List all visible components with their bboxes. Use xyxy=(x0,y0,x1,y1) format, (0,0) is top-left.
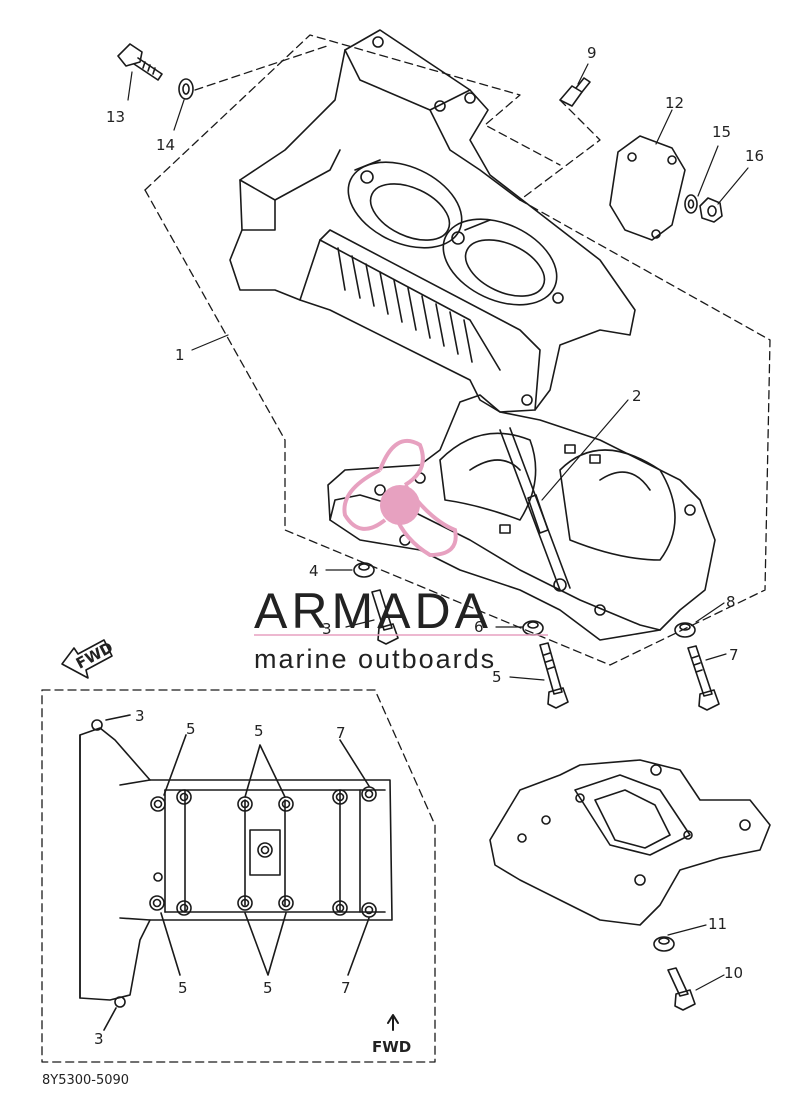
washer-15 xyxy=(684,194,698,214)
callout-14: 14 xyxy=(156,136,175,154)
inset-callout-5-top-left: 5 xyxy=(186,720,196,738)
cover-12 xyxy=(609,135,686,241)
upper-crankcase xyxy=(229,29,636,413)
callout-13: 13 xyxy=(106,108,125,126)
callout-1: 1 xyxy=(175,346,185,364)
plug-9 xyxy=(559,77,591,107)
callout-16: 16 xyxy=(745,147,764,165)
callout-11: 11 xyxy=(708,915,727,933)
callout-8: 8 xyxy=(726,593,736,611)
bolt-10 xyxy=(667,967,696,1011)
fwd-label-inset: FWD xyxy=(372,1038,411,1056)
washer-11 xyxy=(653,936,675,952)
inset-callout-7-top: 7 xyxy=(336,724,346,742)
inset-bottom-view xyxy=(41,689,436,1063)
washer-8 xyxy=(674,622,696,638)
bolt-7 xyxy=(687,645,720,711)
inset-callout-5-top-center: 5 xyxy=(254,722,264,740)
inset-callout-3-bottom: 3 xyxy=(94,1030,104,1048)
callout-9: 9 xyxy=(587,44,597,62)
bolt-3 xyxy=(371,589,399,645)
fwd-arrow-inset xyxy=(387,1014,399,1031)
callout-15: 15 xyxy=(712,123,731,141)
assembly-boundary xyxy=(144,34,771,666)
callout-3: 3 xyxy=(322,620,332,638)
part-code: 8Y5300-5090 xyxy=(42,1073,129,1088)
inset-callout-5-bottom-center: 5 xyxy=(263,979,273,997)
inset-callout-3-top: 3 xyxy=(135,707,145,725)
callout-6: 6 xyxy=(474,618,484,636)
washer-4 xyxy=(353,562,375,578)
callout-2: 2 xyxy=(632,387,642,405)
manifold-plate xyxy=(489,759,771,926)
inset-callout-5-bottom-left: 5 xyxy=(178,979,188,997)
watermark-brand: ARMADA xyxy=(254,583,492,639)
callout-10: 10 xyxy=(724,964,743,982)
callout-4: 4 xyxy=(309,562,319,580)
callout-12: 12 xyxy=(665,94,684,112)
nut-16 xyxy=(699,197,723,223)
bolt-5 xyxy=(539,642,569,709)
watermark-logo xyxy=(342,438,458,558)
callout-7: 7 xyxy=(729,646,739,664)
dowel-2 xyxy=(527,494,549,534)
watermark: ARMADA marine outboards xyxy=(254,438,548,674)
watermark-tagline: marine outboards xyxy=(254,644,496,674)
washer-14 xyxy=(178,78,194,100)
fwd-label-upper: FWD xyxy=(73,638,116,672)
callout-5: 5 xyxy=(492,668,502,686)
callout-labels: 1 2 3 4 5 6 7 8 9 10 11 12 13 14 15 16 3… xyxy=(94,44,764,1048)
leader-lines xyxy=(127,63,749,991)
fwd-arrow-upper xyxy=(61,639,113,679)
inset-callout-7-bottom: 7 xyxy=(341,979,351,997)
bolt-13 xyxy=(117,43,163,81)
